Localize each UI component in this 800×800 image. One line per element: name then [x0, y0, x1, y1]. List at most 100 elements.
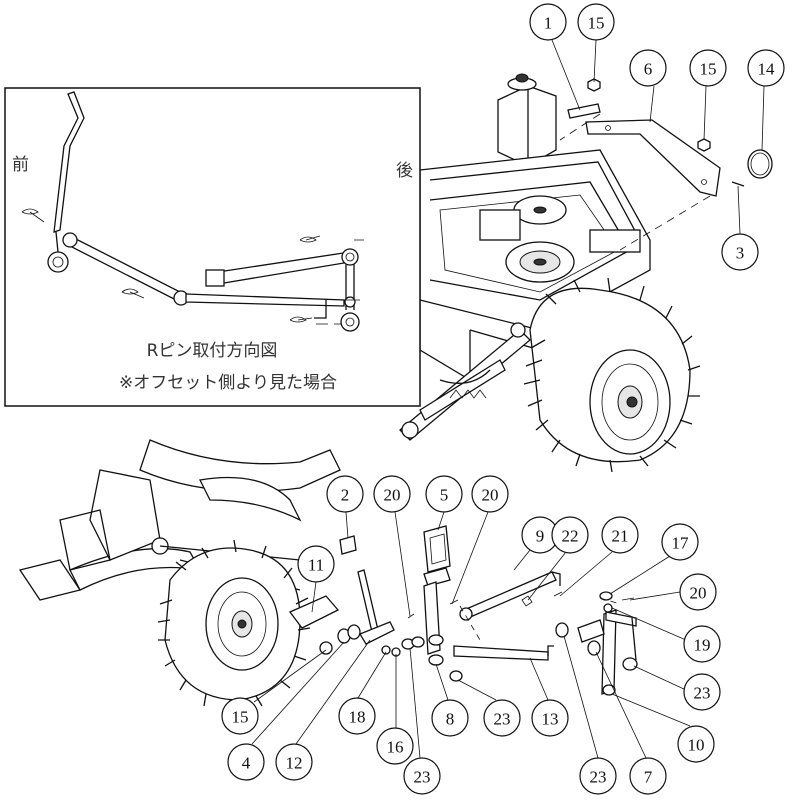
callout-number: 20 — [482, 486, 499, 505]
part-6-plate — [585, 119, 721, 197]
callout-20: 20 — [679, 573, 717, 611]
callout-circle — [471, 475, 509, 513]
callout-circle — [297, 545, 335, 583]
callout-circle — [227, 743, 265, 781]
callout-number: 14 — [758, 60, 776, 79]
callout-number: 4 — [242, 754, 251, 773]
callout-number: 11 — [308, 556, 324, 575]
callout-2: 2 — [326, 475, 364, 513]
callout-number: 15 — [232, 708, 249, 727]
callout-number: 16 — [387, 738, 404, 757]
callout-circle — [483, 699, 521, 737]
callout-16: 16 — [376, 727, 414, 765]
callout-number: 13 — [542, 710, 559, 729]
callout-23: 23 — [403, 757, 441, 795]
callout-number: 23 — [494, 710, 511, 729]
callout-14: 14 — [747, 49, 785, 87]
callout-circle — [551, 516, 589, 554]
callout-circle — [579, 757, 617, 795]
callout-circle — [326, 475, 364, 513]
part-14-ring — [747, 149, 773, 179]
callout-number: 7 — [644, 768, 653, 787]
callout-10: 10 — [677, 725, 715, 763]
callout-number: 23 — [414, 768, 431, 787]
callout-22: 22 — [551, 516, 589, 554]
callout-circle — [683, 673, 721, 711]
rear-tire — [523, 277, 701, 473]
callout-circle — [221, 697, 259, 735]
part-2-cap — [339, 535, 357, 555]
callout-circle — [403, 757, 441, 795]
callout-number: 22 — [562, 527, 579, 546]
callout-circle — [601, 516, 639, 554]
callout-1: 1 — [529, 3, 567, 41]
lower-parts — [337, 525, 638, 696]
callout-number: 23 — [590, 768, 607, 787]
callout-circle — [275, 743, 313, 781]
callout-number: 2 — [341, 486, 350, 505]
callout-number: 19 — [694, 636, 711, 655]
inset-front-label: 前 — [12, 155, 29, 175]
machine-body — [18, 73, 701, 713]
callout-circle — [373, 475, 411, 513]
callout-number: 20 — [384, 486, 401, 505]
callout-circle — [529, 3, 567, 41]
callout-number: 15 — [700, 60, 717, 79]
callout-13: 13 — [531, 699, 569, 737]
callout-circle — [677, 725, 715, 763]
inset-caption-line1: Rピン取付方向図 — [147, 341, 278, 361]
front-tire — [157, 539, 311, 713]
callout-5: 5 — [425, 475, 463, 513]
callout-number: 8 — [446, 710, 455, 729]
callout-circle — [679, 573, 717, 611]
callout-number: 3 — [736, 244, 745, 263]
callout-23: 23 — [683, 673, 721, 711]
callout-number: 10 — [688, 736, 705, 755]
callout-number: 1 — [544, 14, 553, 33]
callout-circle — [629, 49, 667, 87]
callout-number: 15 — [588, 14, 605, 33]
part-9-rod — [463, 571, 557, 619]
part-13-rod — [453, 645, 549, 661]
callout-number: 20 — [690, 584, 707, 603]
callout-11: 11 — [297, 545, 335, 583]
callout-circle — [683, 625, 721, 663]
callout-9: 9 — [521, 516, 559, 554]
part-12-lever — [357, 569, 379, 633]
part-10-lever — [601, 609, 617, 695]
callout-18: 18 — [338, 697, 376, 735]
leader-lines — [251, 39, 765, 759]
callout-number: 18 — [349, 708, 366, 727]
callout-20: 20 — [471, 475, 509, 513]
callout-number: 17 — [672, 534, 690, 553]
inset-handle — [53, 91, 85, 233]
callout-number: 6 — [644, 60, 653, 79]
inset-rear-label: 後 — [396, 161, 413, 181]
callout-20: 20 — [373, 475, 411, 513]
callout-circle — [721, 233, 759, 271]
callout-number: 23 — [694, 684, 711, 703]
top-parts — [559, 78, 773, 251]
inset-caption-line2: ※オフセット側より見た場合 — [119, 373, 337, 393]
callout-number: 12 — [286, 754, 303, 773]
callout-23: 23 — [483, 699, 521, 737]
callout-23: 23 — [579, 757, 617, 795]
callout-circle — [425, 475, 463, 513]
callout-circle — [431, 699, 469, 737]
callout-4: 4 — [227, 743, 265, 781]
callout-17: 17 — [661, 523, 699, 561]
part-1-plate — [567, 103, 601, 119]
callout-3: 3 — [721, 233, 759, 271]
callout-circle — [577, 3, 615, 41]
callout-12: 12 — [275, 743, 313, 781]
callout-6: 6 — [629, 49, 667, 87]
callout-15: 15 — [577, 3, 615, 41]
callout-7: 7 — [629, 757, 667, 795]
callout-circle — [747, 49, 785, 87]
callout-circle — [376, 727, 414, 765]
callout-circle — [531, 699, 569, 737]
callout-number: 5 — [440, 486, 449, 505]
callout-number: 9 — [536, 527, 545, 546]
